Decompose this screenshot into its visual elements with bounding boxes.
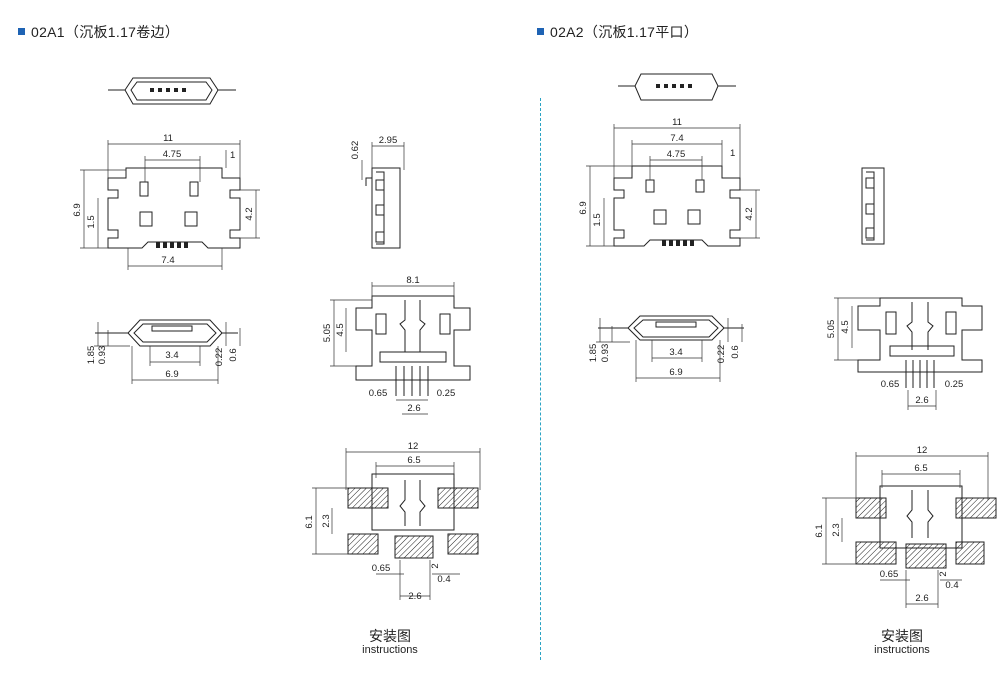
- l-connector-top-view: [108, 77, 236, 105]
- dim-r-top-42: 4.2: [744, 207, 755, 220]
- dim-r-inst-65: 6.5: [914, 463, 927, 474]
- r-side-view: [861, 167, 885, 245]
- dim-r-front-185: 1.85: [588, 344, 599, 363]
- dim-l-top-74: 7.4: [161, 255, 174, 266]
- dim-l-top-15: 1.5: [86, 215, 97, 228]
- dim-r-top-15: 1.5: [592, 213, 603, 226]
- dim-l-inst-65: 6.5: [407, 455, 420, 466]
- header-02a2: 02A2（沉板1.17平口）: [537, 22, 698, 42]
- caption-zh: 安装图: [881, 628, 923, 644]
- dim-l-front-185: 1.85: [86, 346, 97, 365]
- dim-l-top-42: 4.2: [244, 207, 255, 220]
- dim-r-bot-025: 0.25: [945, 379, 964, 390]
- r-bottom-view: [834, 297, 983, 410]
- bullet-square-icon: [537, 28, 544, 35]
- dim-r-top-74t: 7.4: [670, 133, 683, 144]
- dim-r-front-06: 0.6: [730, 345, 741, 358]
- dim-r-inst-04: 0.4: [945, 580, 958, 591]
- caption-en: instructions: [362, 644, 418, 656]
- dim-r-inst-2: 2: [938, 571, 949, 576]
- dim-l-side-295: 2.95: [379, 135, 398, 146]
- r-top-view: [586, 124, 760, 247]
- dim-l-front-06: 0.6: [228, 348, 239, 361]
- dim-r-top-w: 11: [672, 117, 682, 128]
- dim-l-front-34: 3.4: [165, 350, 178, 361]
- header-02a1-text: 02A1（沉板1.17卷边）: [31, 24, 180, 40]
- caption-installation-right: 安装图 instructions: [842, 628, 962, 656]
- dim-l-top-inner: 4.75: [163, 149, 182, 160]
- dim-l-front-022: 0.22: [214, 348, 225, 367]
- caption-installation-left: 安装图 instructions: [330, 628, 450, 656]
- dim-r-top-inner: 4.75: [667, 149, 686, 160]
- dim-r-front-69: 6.9: [669, 367, 682, 378]
- dim-r-bot-505: 5.05: [826, 320, 837, 339]
- dim-l-front-69: 6.9: [165, 369, 178, 380]
- l-front-view: [94, 319, 241, 384]
- dashed-divider: [540, 98, 541, 660]
- r-front-view: [596, 315, 744, 382]
- caption-en: instructions: [874, 644, 930, 656]
- dim-r-bot-26: 2.6: [915, 395, 928, 406]
- dim-r-front-093: 0.93: [600, 344, 611, 363]
- bullet-square-icon: [18, 28, 25, 35]
- dim-r-inst-61: 6.1: [814, 524, 825, 537]
- dim-r-inst-23: 2.3: [831, 523, 842, 536]
- caption-zh: 安装图: [369, 628, 411, 644]
- dim-l-front-093: 0.93: [97, 346, 108, 365]
- dim-l-bot-025: 0.25: [437, 388, 456, 399]
- dim-l-inst-065: 0.65: [372, 563, 391, 574]
- dim-l-bot-81: 8.1: [406, 275, 419, 286]
- dim-l-inst-23: 2.3: [321, 514, 332, 527]
- dim-l-inst-2: 2: [430, 563, 441, 568]
- dim-l-bot-505: 5.05: [322, 324, 333, 343]
- dim-l-inst-12: 12: [408, 441, 419, 452]
- dim-r-bot-065: 0.65: [881, 379, 900, 390]
- dim-l-top-h: 6.9: [72, 203, 83, 216]
- dim-l-inst-61: 6.1: [304, 515, 315, 528]
- r-installation-view: [822, 452, 997, 608]
- dim-l-bot-065: 0.65: [369, 388, 388, 399]
- l-bottom-view: [330, 282, 471, 415]
- dim-r-inst-12: 12: [917, 445, 928, 456]
- l-top-view: [80, 140, 260, 270]
- dim-l-bot-45: 4.5: [335, 323, 346, 336]
- dim-r-inst-065: 0.65: [880, 569, 899, 580]
- dim-l-inst-04: 0.4: [437, 574, 450, 585]
- dim-r-inst-26: 2.6: [915, 593, 928, 604]
- dim-r-top-1: 1: [730, 148, 735, 159]
- dim-r-front-34: 3.4: [669, 347, 682, 358]
- dim-l-bot-26: 2.6: [407, 403, 420, 414]
- l-installation-view: [312, 448, 481, 600]
- dim-l-inst-26: 2.6: [408, 591, 421, 602]
- header-02a1: 02A1（沉板1.17卷边）: [18, 22, 179, 42]
- dim-r-front-022: 0.22: [716, 345, 727, 364]
- dim-r-bot-45: 4.5: [840, 320, 851, 333]
- r-connector-top-view: [618, 73, 736, 101]
- header-02a2-text: 02A2（沉板1.17平口）: [550, 24, 699, 40]
- l-side-view: [361, 142, 405, 249]
- dim-l-side-062: 0.62: [350, 141, 361, 160]
- dim-r-top-h: 6.9: [578, 201, 589, 214]
- dim-l-top-1: 1: [230, 150, 235, 161]
- dim-l-top-w: 11: [163, 133, 173, 144]
